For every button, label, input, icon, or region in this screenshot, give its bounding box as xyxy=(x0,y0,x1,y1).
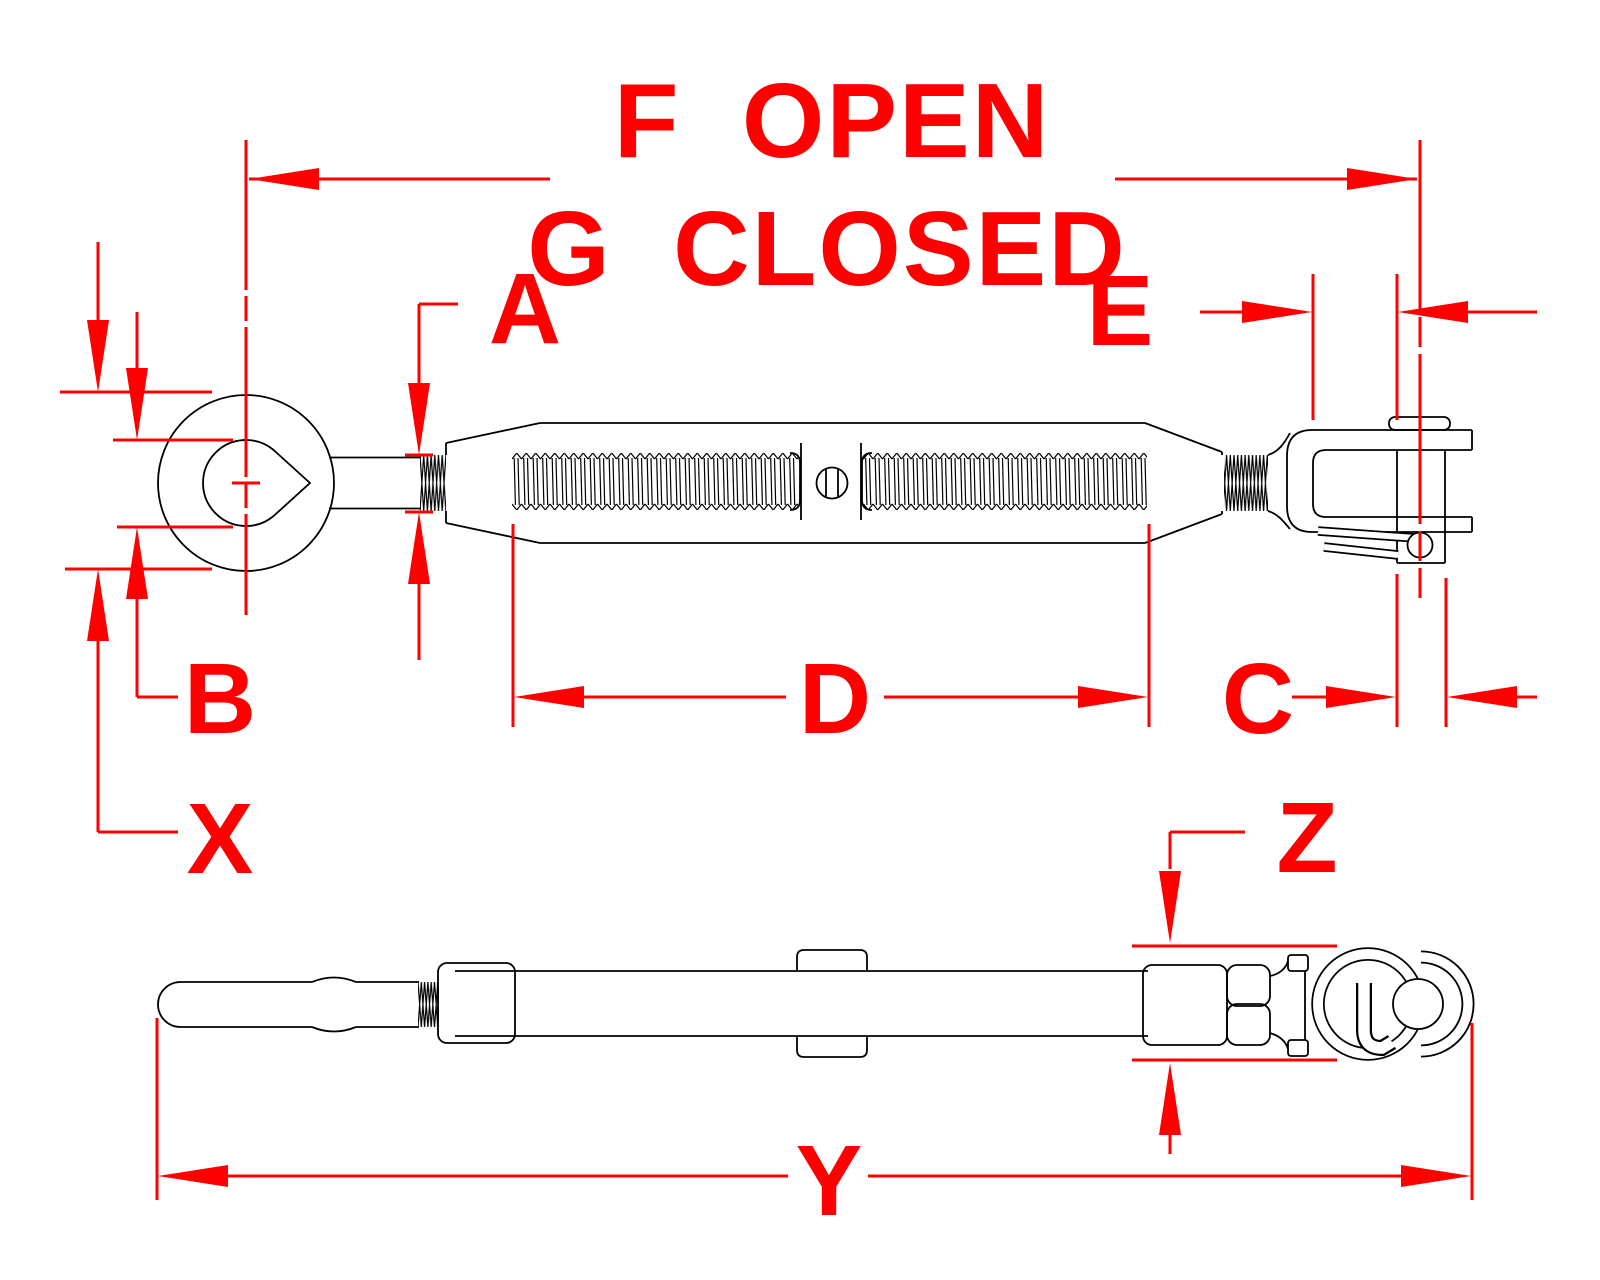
arrow-down-icon xyxy=(126,368,148,440)
top-view-turnbuckle xyxy=(157,394,1473,572)
dimension-annotations: F OPEN G CLOSED A B xyxy=(60,62,1537,1237)
arrow-down-icon xyxy=(408,383,430,455)
arrow-down-icon xyxy=(1159,871,1181,943)
jaw-end xyxy=(1267,416,1473,564)
arrow-down-icon xyxy=(87,320,109,392)
arrow-right-icon xyxy=(1326,686,1396,708)
dim-c-pin: C xyxy=(1222,574,1537,755)
dim-label-b: B xyxy=(184,643,256,755)
dim-label-f-open: F OPEN xyxy=(614,62,1051,180)
side-view-turnbuckle xyxy=(157,947,1475,1061)
arrow-right-icon xyxy=(1078,686,1148,708)
dim-e-jaw-opening: E xyxy=(1087,255,1537,420)
side-jaw-assembly xyxy=(1226,947,1475,1061)
dim-label-e: E xyxy=(1087,255,1154,367)
arrow-up-icon xyxy=(408,512,430,584)
dim-label-x: X xyxy=(187,783,254,895)
dim-z-height: Z xyxy=(1132,782,1338,1154)
sight-hole xyxy=(815,466,849,500)
turnbuckle-body xyxy=(445,422,1223,544)
side-eye-bar xyxy=(157,976,419,1033)
arrow-left-icon xyxy=(249,168,319,190)
inner-rod-left xyxy=(512,453,798,510)
dim-b-eye-inner: B xyxy=(113,312,256,755)
arrow-right-icon xyxy=(1401,1165,1471,1187)
dim-a-thread-diameter: A xyxy=(405,253,561,660)
dim-label-c: C xyxy=(1222,643,1294,755)
arrow-left-icon xyxy=(1398,301,1468,323)
arrow-left-icon xyxy=(1447,686,1517,708)
dim-x-eye-outer: X xyxy=(60,242,253,895)
side-pin-head xyxy=(1392,978,1444,1030)
inner-rod-right xyxy=(863,453,1147,510)
dim-label-g-closed: G CLOSED xyxy=(527,190,1127,308)
side-thread xyxy=(418,982,439,1027)
arrow-left-icon xyxy=(158,1165,228,1187)
arrow-up-icon xyxy=(87,569,109,641)
eye-hole xyxy=(202,439,312,527)
right-thread xyxy=(1224,455,1268,511)
arrow-up-icon xyxy=(126,527,148,599)
arrow-right-icon xyxy=(1347,168,1417,190)
dim-y-overall: Y xyxy=(155,1018,1474,1237)
center-boss xyxy=(796,949,868,971)
arrow-right-icon xyxy=(1242,301,1312,323)
dim-label-d: D xyxy=(799,643,871,755)
left-thread xyxy=(420,455,446,511)
arrow-up-icon xyxy=(1159,1063,1181,1135)
side-body xyxy=(437,949,1228,1058)
dim-f-g-overall: F OPEN G CLOSED xyxy=(232,62,1422,615)
hex-nut xyxy=(1226,964,1271,1007)
eye-end xyxy=(157,394,421,572)
dim-label-a: A xyxy=(489,253,561,365)
dim-d-takeup: D xyxy=(511,524,1151,755)
arrow-left-icon xyxy=(514,686,584,708)
dim-label-z: Z xyxy=(1276,782,1337,894)
dim-label-y: Y xyxy=(796,1125,863,1237)
